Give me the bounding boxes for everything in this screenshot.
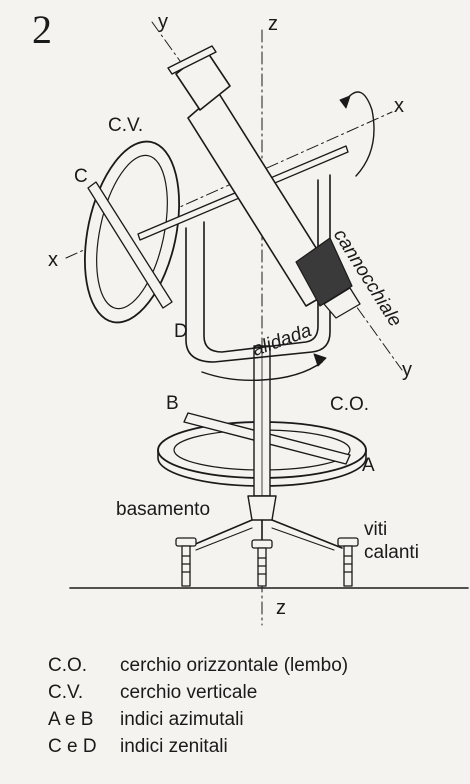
axis-label-x-left: x [48, 249, 58, 271]
label-viti: viti [364, 519, 388, 540]
axis-label-y-top: y [158, 11, 168, 33]
figure-number: 2 [32, 7, 52, 52]
rotation-arrow-x [345, 91, 375, 177]
tripod-base [185, 495, 343, 551]
axis-label-z-bottom: z [276, 597, 286, 619]
label-a: A [362, 455, 375, 476]
theodolite-diagram [65, 21, 469, 626]
axis-label-y-bottom: y [402, 359, 412, 381]
label-co: C.O. [330, 394, 370, 415]
vertical-circle [84, 140, 180, 324]
axis-label-z-top: z [268, 13, 278, 35]
legend-text: cerchio orizzontale (lembo) [120, 655, 349, 676]
legend: C.O. cerchio orizzontale (lembo) C.V. ce… [48, 652, 348, 760]
legend-text: indici azimutali [120, 709, 244, 730]
axis-label-x-right: x [394, 95, 404, 117]
zenith-index-bar [87, 181, 173, 309]
legend-row: A e B indici azimutali [48, 706, 348, 733]
label-cv: C.V. [108, 115, 144, 136]
alidade-frame [185, 174, 331, 363]
rotation-arrow-z [201, 361, 323, 382]
legend-row: C e D indici zenitali [48, 733, 348, 760]
legend-key: C.V. [48, 682, 84, 703]
legend-row: C.V. cerchio verticale [48, 679, 348, 706]
legend-key: A e B [48, 709, 94, 730]
label-b: B [166, 393, 179, 414]
label-d: D [174, 321, 188, 342]
label-c: C [74, 166, 88, 187]
telescope [167, 45, 361, 319]
label-calanti: calanti [364, 542, 419, 563]
legend-key: C e D [48, 736, 97, 757]
legend-text: indici zenitali [120, 736, 228, 757]
legend-text: cerchio verticale [120, 682, 258, 703]
label-basamento: basamento [116, 499, 211, 520]
leveling-screws [175, 537, 359, 587]
legend-row: C.O. cerchio orizzontale (lembo) [48, 652, 348, 679]
legend-key: C.O. [48, 655, 88, 676]
